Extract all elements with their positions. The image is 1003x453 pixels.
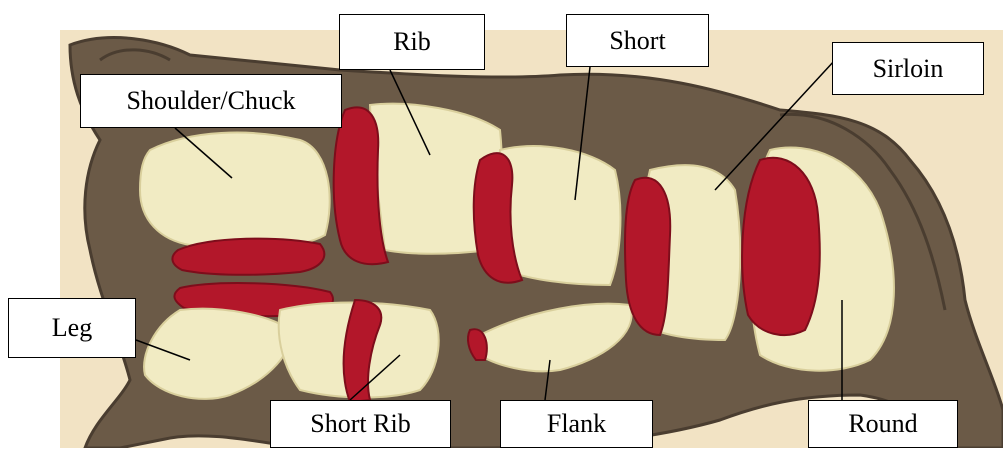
sirloin-meat	[625, 178, 670, 335]
label-sirloin: Sirloin	[832, 42, 984, 95]
label-shoulder-chuck: Shoulder/Chuck	[80, 74, 342, 128]
shoulder-meat-upper	[172, 239, 324, 275]
label-leg: Leg	[8, 298, 136, 358]
label-rib: Rib	[339, 14, 485, 70]
label-short-rib: Short Rib	[270, 400, 451, 448]
label-round: Round	[808, 400, 958, 448]
label-flank: Flank	[500, 400, 653, 448]
label-short: Short	[566, 14, 709, 67]
round-meat	[742, 158, 820, 335]
shoulder-fat	[140, 133, 330, 248]
